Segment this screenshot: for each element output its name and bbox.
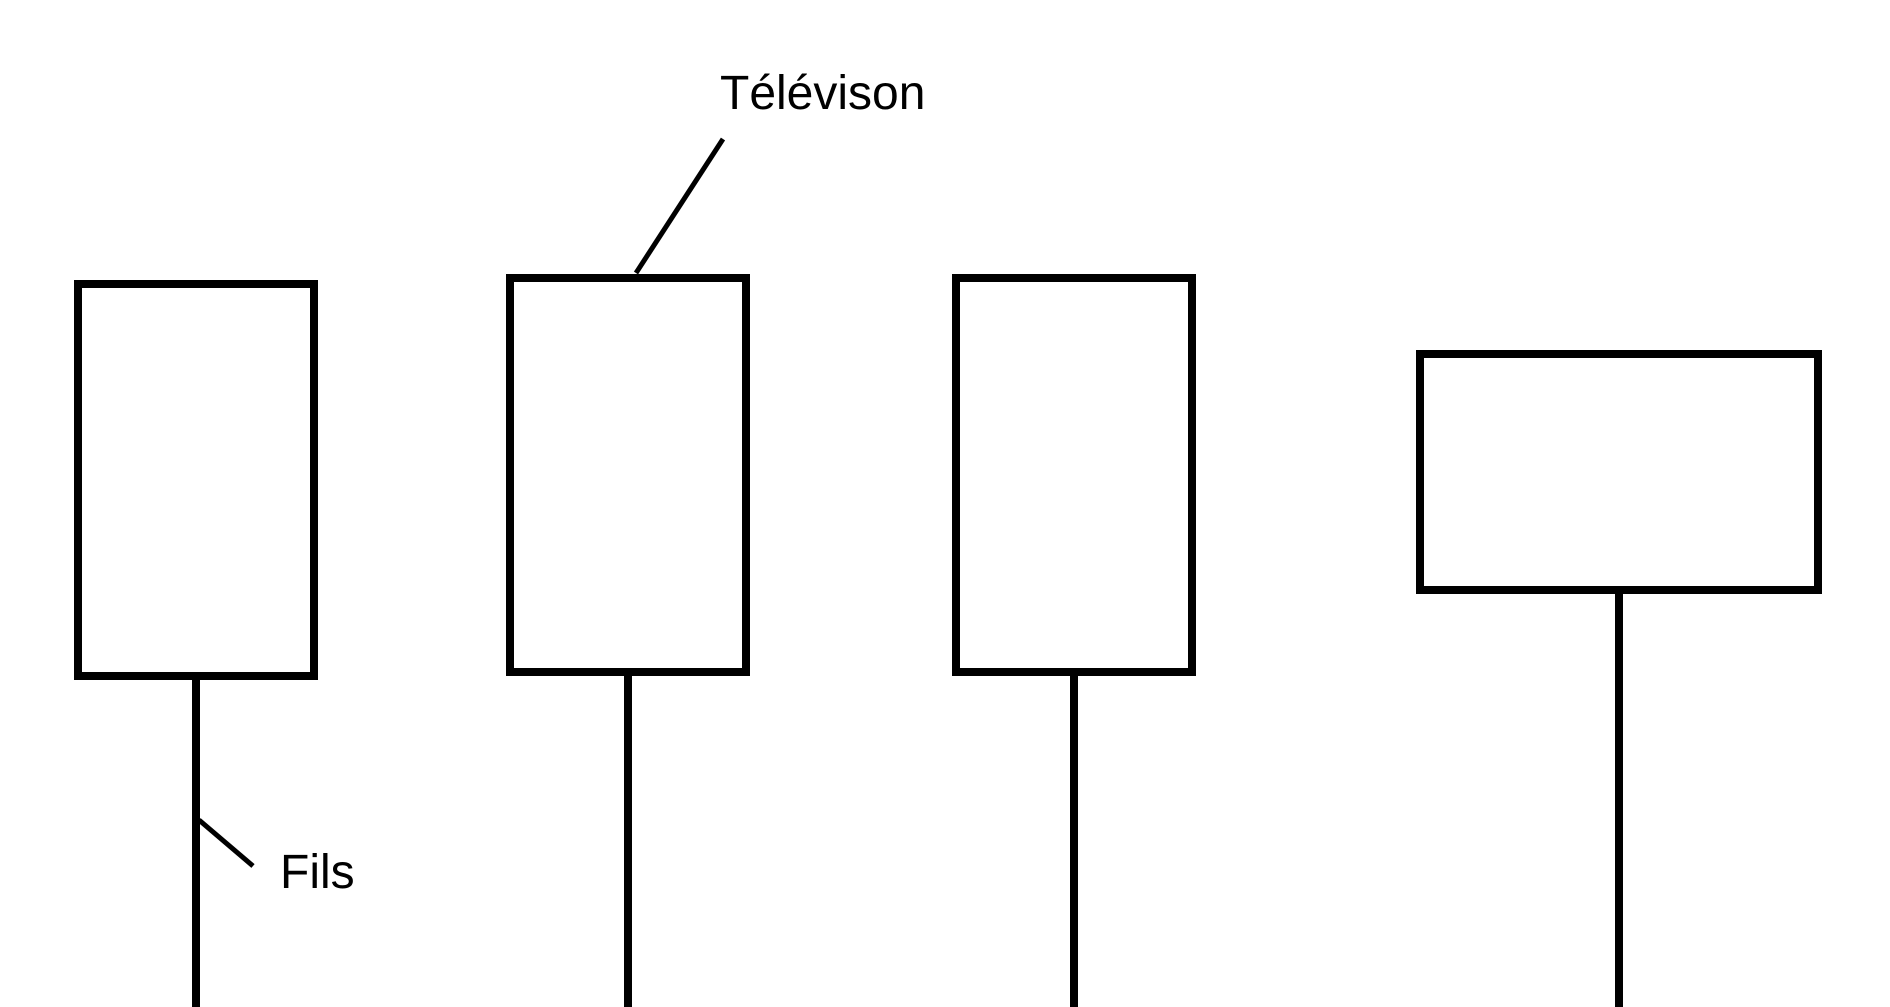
television-group-2: [506, 274, 750, 1007]
wires-label: Fils: [280, 846, 355, 899]
wires-leader-line: [197, 818, 255, 868]
television-group-3: [952, 274, 1196, 1007]
television-screen-3: [952, 274, 1196, 676]
television-group-1: [74, 280, 318, 1007]
television-screen-1: [74, 280, 318, 680]
television-group-4: [1416, 350, 1822, 1007]
television-screen-4: [1416, 350, 1822, 594]
television-label: Télévison: [720, 67, 925, 120]
television-screen-2: [506, 274, 750, 676]
television-leader-line: [633, 137, 726, 275]
